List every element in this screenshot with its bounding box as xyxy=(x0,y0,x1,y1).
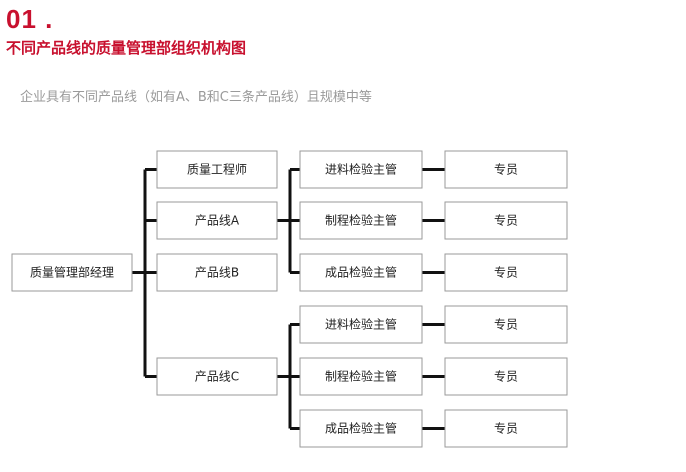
node-specialist-3: 专员 xyxy=(444,305,568,344)
node-specialist-0-label: 专员 xyxy=(494,162,518,177)
node-specialist-0-box xyxy=(444,150,568,189)
node-specialist-4-box xyxy=(444,357,568,396)
node-level1-0: 质量工程师 xyxy=(156,150,278,189)
node-level1-0-label: 质量工程师 xyxy=(187,162,247,177)
node-supervisor-4-label: 制程检验主管 xyxy=(325,369,397,384)
node-supervisor-4: 制程检验主管 xyxy=(299,357,423,396)
node-supervisor-1: 制程检验主管 xyxy=(299,201,423,240)
node-specialist-1-box xyxy=(444,201,568,240)
node-supervisor-1-box xyxy=(299,201,423,240)
node-specialist-0: 专员 xyxy=(444,150,568,189)
node-root-label: 质量管理部经理 xyxy=(30,265,114,280)
node-specialist-4: 专员 xyxy=(444,357,568,396)
node-specialist-2-label: 专员 xyxy=(494,265,518,280)
node-supervisor-5-label: 成品检验主管 xyxy=(325,421,397,436)
node-supervisor-3-box xyxy=(299,305,423,344)
node-level1-3-label: 产品线C xyxy=(195,370,239,384)
node-level1-1-label: 产品线A xyxy=(195,214,240,228)
page-subtitle: 企业具有不同产品线（如有A、B和C三条产品线）且规模中等 xyxy=(20,90,372,105)
node-root: 质量管理部经理 xyxy=(11,253,133,292)
node-supervisor-3-label: 进料检验主管 xyxy=(325,317,397,332)
node-supervisor-0-label: 进料检验主管 xyxy=(325,162,397,177)
node-level1-2: 产品线B xyxy=(156,253,278,292)
node-specialist-1-label: 专员 xyxy=(494,213,518,228)
node-supervisor-5-box xyxy=(299,409,423,448)
node-level1-2-label: 产品线B xyxy=(195,266,239,280)
node-supervisor-0: 进料检验主管 xyxy=(299,150,423,189)
node-supervisor-2-label: 成品检验主管 xyxy=(325,265,397,280)
node-supervisor-5: 成品检验主管 xyxy=(299,409,423,448)
node-level1-0-box xyxy=(156,150,278,189)
node-specialist-3-label: 专员 xyxy=(494,317,518,332)
node-supervisor-2-box xyxy=(299,253,423,292)
node-supervisor-3: 进料检验主管 xyxy=(299,305,423,344)
node-level1-1: 产品线A xyxy=(156,201,278,240)
page-title: 不同产品线的质量管理部组织机构图 xyxy=(6,39,247,57)
node-level1-2-box xyxy=(156,253,278,292)
node-specialist-5: 专员 xyxy=(444,409,568,448)
node-specialist-5-box xyxy=(444,409,568,448)
node-level1-3-box xyxy=(156,357,278,396)
node-specialist-2: 专员 xyxy=(444,253,568,292)
node-specialist-5-label: 专员 xyxy=(494,421,518,436)
node-specialist-1: 专员 xyxy=(444,201,568,240)
node-root-box xyxy=(11,253,133,292)
node-supervisor-0-box xyxy=(299,150,423,189)
node-supervisor-4-box xyxy=(299,357,423,396)
node-specialist-4-label: 专员 xyxy=(494,369,518,384)
node-supervisor-1-label: 制程检验主管 xyxy=(325,213,397,228)
node-level1-3: 产品线C xyxy=(156,357,278,396)
node-specialist-3-box xyxy=(444,305,568,344)
node-supervisor-2: 成品检验主管 xyxy=(299,253,423,292)
section-number: 01 . xyxy=(6,4,54,34)
node-specialist-2-box xyxy=(444,253,568,292)
node-level1-1-box xyxy=(156,201,278,240)
